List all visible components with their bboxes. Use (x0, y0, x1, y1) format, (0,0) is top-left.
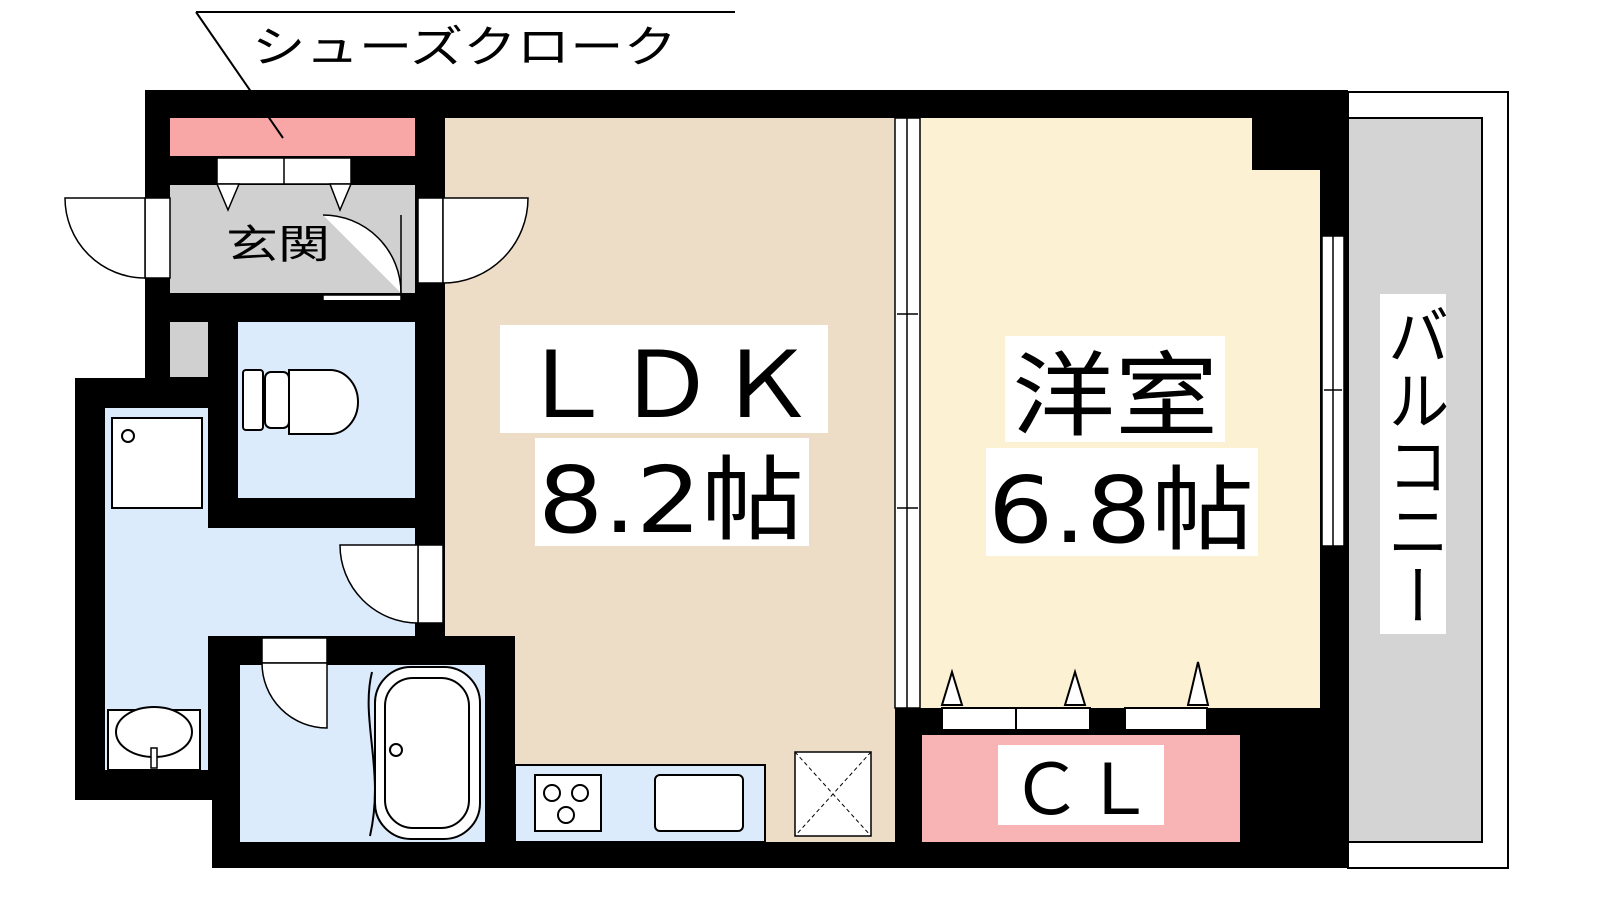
washing-machine-icon (111, 417, 203, 509)
shoe-cloak-leader (195, 11, 735, 139)
balcony (1347, 91, 1509, 869)
sliding-partition[interactable] (894, 117, 921, 709)
bathroom-door[interactable] (261, 637, 328, 729)
refrigerator-space-icon (794, 751, 872, 837)
western-room-label: 洋室 (1012, 343, 1218, 450)
stove-icon (534, 774, 602, 832)
kitchen-sink-icon (654, 774, 744, 832)
closet-label: ＣＬ (1010, 749, 1155, 831)
shoe-cloak-label: シューズクローク (252, 22, 677, 73)
bathtub-icon (367, 666, 481, 840)
left-block (64, 118, 529, 321)
entrance-label: 玄関 (226, 222, 330, 268)
balcony-label: バルコニー (1377, 302, 1450, 628)
ldk-label: ＬＤＫ (516, 332, 816, 439)
ldk-size-label: 8.2帖 (538, 447, 804, 554)
toilet-icon (242, 369, 359, 435)
western-room-size-label: 6.8帖 (988, 457, 1254, 564)
washroom-door[interactable] (339, 544, 444, 624)
sink-icon (107, 706, 201, 771)
balcony-window[interactable] (1321, 235, 1345, 547)
